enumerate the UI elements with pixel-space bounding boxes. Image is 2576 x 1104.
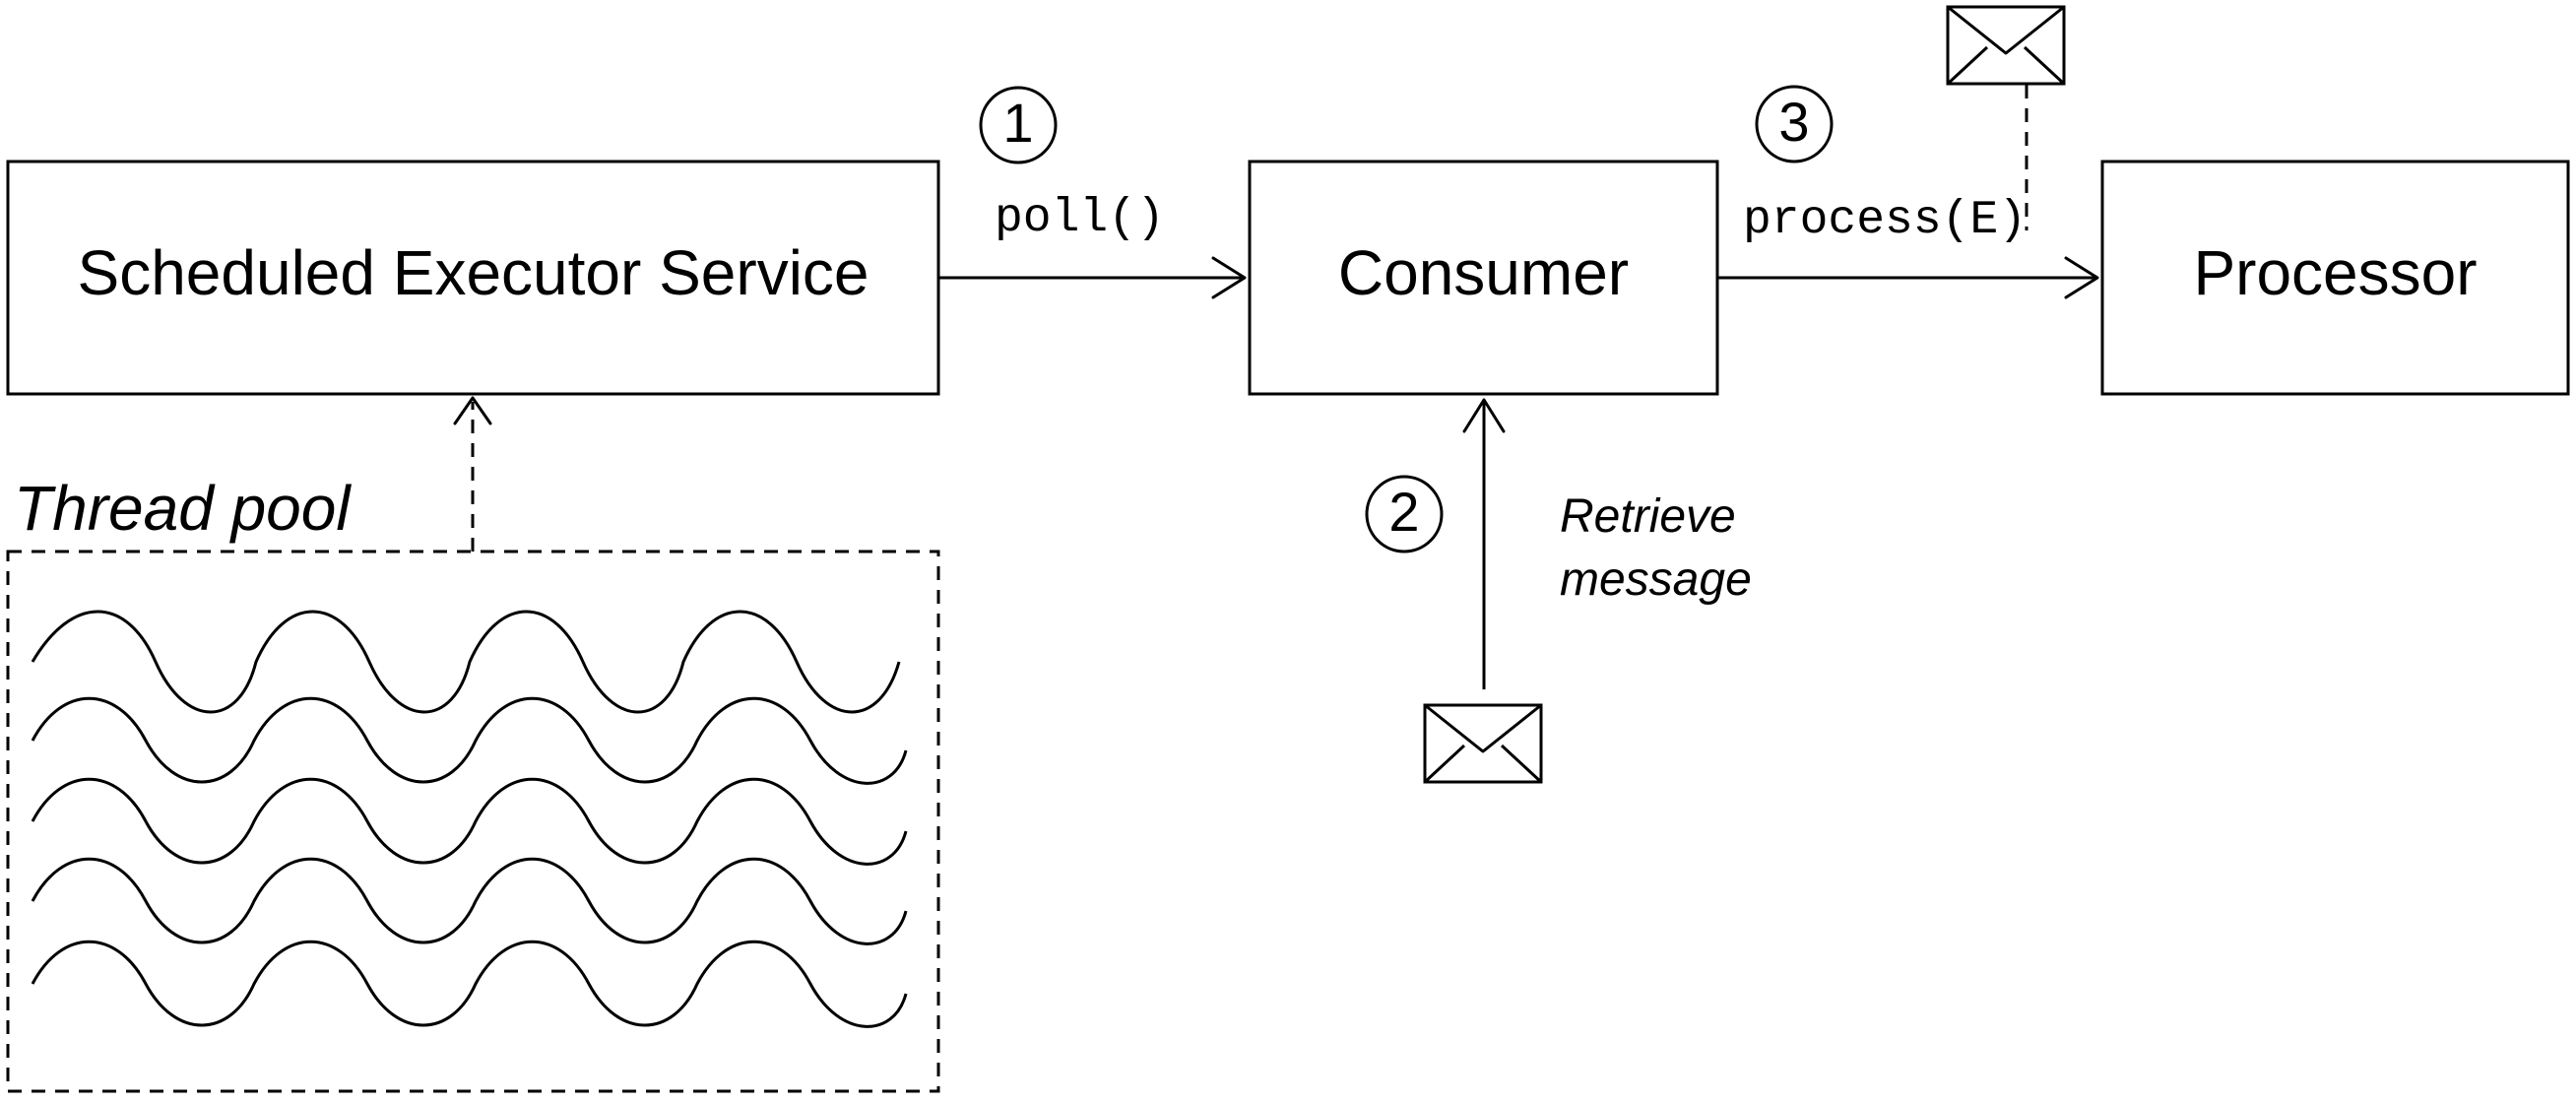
- step-2-label: 2: [1388, 481, 1419, 543]
- poll-edge: 1 poll(): [938, 86, 1247, 299]
- processor-node: Processor: [2100, 160, 2570, 396]
- retrieve-message-arrowhead: [1462, 398, 1506, 433]
- incoming-message: [1423, 703, 1543, 784]
- processed-message-envelope-flap: [1946, 5, 2066, 86]
- poll-label: poll(): [995, 192, 1165, 245]
- processor-box: [2100, 160, 2570, 396]
- step-1-label: 1: [1002, 92, 1033, 154]
- thread-pool-frame: [6, 550, 940, 1093]
- processed-message: [1946, 5, 2066, 230]
- thread-wave: [31, 857, 908, 945]
- step-3-label: 3: [1778, 91, 1809, 153]
- thread-pool-arrowhead: [453, 396, 492, 425]
- scheduled-executor-service-node: Scheduled Executor Service: [6, 160, 940, 396]
- thread-wave: [31, 940, 908, 1028]
- poll-arrowhead: [1211, 256, 1247, 299]
- process-label: process(E): [1743, 194, 2027, 247]
- consumer-box: [1248, 160, 1719, 396]
- consumer-label: Consumer: [1338, 237, 1629, 308]
- incoming-message-envelope-flap: [1423, 703, 1543, 784]
- processed-message-envelope-icon: [1946, 5, 2066, 86]
- thread-pool-group: Thread pool: [6, 396, 940, 1093]
- step-3-circle: [1755, 85, 1834, 163]
- thread-wave: [31, 696, 908, 785]
- process-edge: 3 process(E): [1717, 85, 2099, 299]
- thread-waves: [31, 610, 908, 1028]
- retrieve-message-line-2: message: [1560, 553, 1752, 606]
- retrieve-message-label: Retrieve message: [1560, 490, 1752, 606]
- retrieve-message-line-1: Retrieve: [1560, 490, 1736, 543]
- scheduled-executor-service-box: [6, 160, 940, 396]
- process-arrowhead: [2064, 256, 2099, 299]
- scheduled-executor-service-label: Scheduled Executor Service: [78, 237, 869, 308]
- consumer-node: Consumer: [1248, 160, 1719, 396]
- step-1-circle: [979, 86, 1058, 164]
- thread-wave: [31, 777, 908, 866]
- processor-label: Processor: [2193, 237, 2477, 308]
- thread-pool-label: Thread pool: [14, 473, 352, 544]
- retrieve-message-edge: 2 Retrieve message: [1365, 398, 1752, 689]
- thread-wave: [31, 610, 901, 714]
- step-2-circle: [1365, 475, 1444, 553]
- incoming-message-envelope-icon: [1423, 703, 1543, 784]
